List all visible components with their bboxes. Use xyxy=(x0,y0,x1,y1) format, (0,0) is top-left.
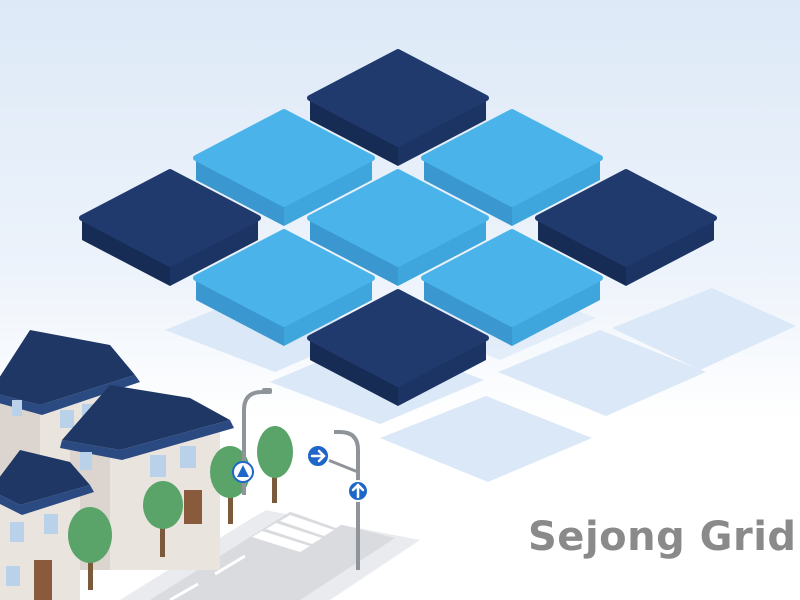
tile-top xyxy=(79,169,261,267)
tile-side-left xyxy=(196,158,284,226)
tile-dark xyxy=(307,49,489,166)
roof xyxy=(0,330,135,405)
tile-side-right xyxy=(284,278,372,346)
window xyxy=(6,566,20,586)
window xyxy=(60,410,74,428)
tile-side-right xyxy=(398,98,486,166)
tile-top xyxy=(421,109,603,207)
street-lamp xyxy=(242,388,272,495)
arrow-right-icon xyxy=(306,444,330,468)
tile-side-right xyxy=(284,158,372,226)
tile-side-right xyxy=(398,338,486,406)
window xyxy=(44,514,58,534)
tile-top xyxy=(307,49,489,147)
tile-side-right xyxy=(170,218,258,286)
tile-side-right xyxy=(512,158,600,226)
window xyxy=(80,452,92,470)
road xyxy=(150,512,395,600)
tile-side-left xyxy=(310,218,398,286)
tile-side-left xyxy=(424,278,512,346)
street-furniture xyxy=(232,388,369,570)
tile-side-left xyxy=(424,158,512,226)
tile-light xyxy=(421,229,603,346)
road-lane-line xyxy=(214,554,246,576)
tree xyxy=(68,507,112,590)
brand-wordmark: Sejong Grid xyxy=(528,514,797,560)
window xyxy=(12,400,22,416)
tile-side-left xyxy=(310,98,398,166)
shadow-tile xyxy=(380,396,592,482)
tile-side-left xyxy=(196,278,284,346)
tile-side-left xyxy=(82,218,170,286)
tile-dark xyxy=(307,289,489,406)
tile-side-right xyxy=(512,278,600,346)
roof xyxy=(0,450,90,505)
door xyxy=(34,560,52,600)
door xyxy=(184,490,202,524)
tree xyxy=(210,446,250,524)
tile-light xyxy=(193,109,375,226)
tile-dark xyxy=(79,169,261,286)
tile-side-left xyxy=(310,338,398,406)
tree xyxy=(257,426,293,503)
tile-light xyxy=(193,229,375,346)
roof xyxy=(62,385,230,450)
tile-side-left xyxy=(538,218,626,286)
tile-top xyxy=(193,229,375,327)
tile-dark xyxy=(535,169,717,286)
location-pin-icon xyxy=(232,461,254,483)
shadow-tile xyxy=(498,330,706,416)
tile-side-right xyxy=(398,218,486,286)
tile-light xyxy=(421,109,603,226)
tile-top xyxy=(421,229,603,327)
tile-top xyxy=(307,289,489,387)
tile-light xyxy=(307,169,489,286)
window xyxy=(150,455,166,477)
tile-side-right xyxy=(626,218,714,286)
road-lane-line xyxy=(169,582,199,600)
tile-top xyxy=(307,169,489,267)
hanok-buildings xyxy=(0,330,234,600)
shadow-tile xyxy=(612,288,796,370)
window xyxy=(10,522,24,542)
tile-top xyxy=(535,169,717,267)
arrow-up-icon xyxy=(347,480,369,502)
tile-grid xyxy=(79,49,717,406)
trees xyxy=(68,426,293,590)
tile-top xyxy=(193,109,375,207)
tree xyxy=(143,481,183,557)
window xyxy=(180,446,196,468)
building-front xyxy=(0,450,94,600)
crosswalk xyxy=(252,508,346,552)
